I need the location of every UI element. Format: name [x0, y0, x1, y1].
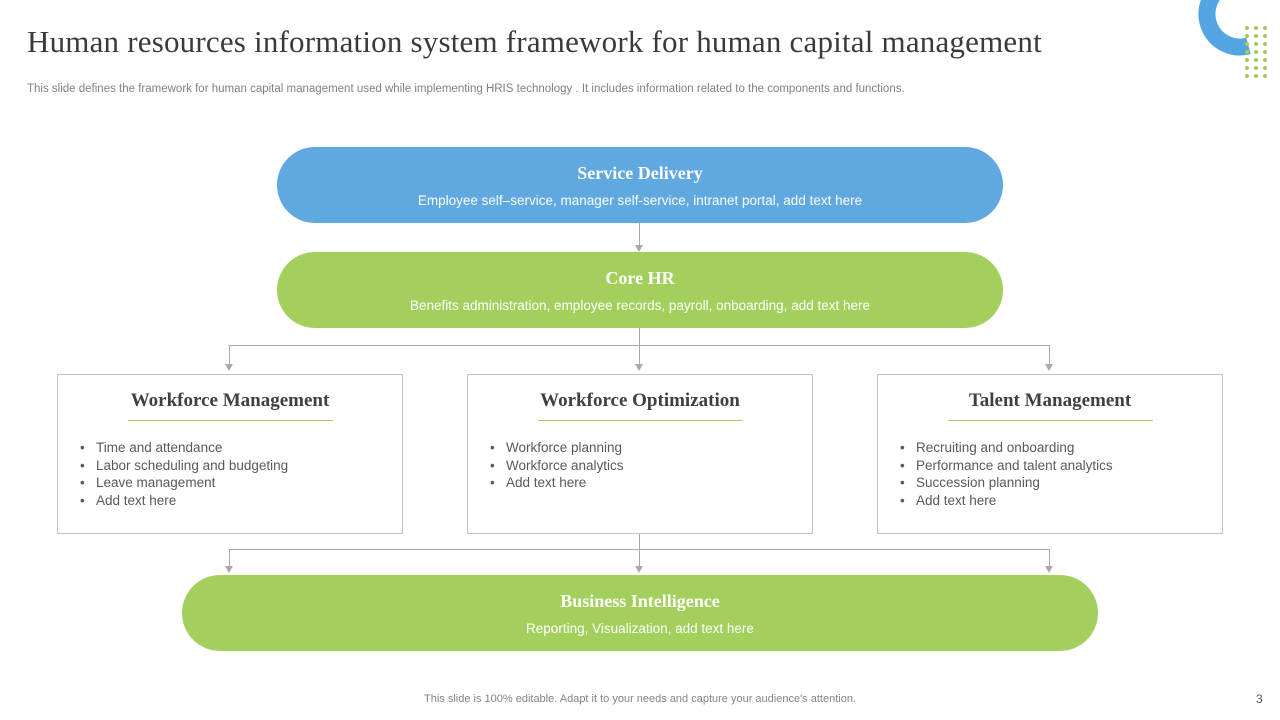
bullet-item: • Add text here [80, 492, 402, 510]
arrowhead-icon [635, 566, 643, 573]
footer-note: This slide is 100% editable. Adapt it to… [424, 693, 856, 705]
connector-line [229, 549, 230, 567]
bullet-item: • Add text here [490, 474, 812, 492]
bullet-item: • Add text here [900, 492, 1222, 510]
connector-line [1049, 345, 1050, 365]
connector-line [639, 549, 640, 567]
bullet-text: Leave management [96, 475, 216, 490]
arrowhead-icon [1045, 364, 1053, 371]
bullet-icon: • [900, 457, 905, 473]
bullet-text: Performance and talent analytics [916, 457, 1113, 473]
bullet-text: Add text here [96, 492, 177, 508]
bullet-icon: • [80, 440, 85, 455]
bullet-text: Add text here [916, 492, 997, 508]
arrowhead-icon [225, 364, 233, 371]
service-delivery-box: Service Delivery Employee self–service, … [277, 147, 1003, 223]
bullet-item: • Workforce analytics [490, 457, 812, 475]
bullet-text: Workforce planning [506, 440, 623, 455]
connector-line [639, 328, 640, 345]
service-delivery-title: Service Delivery [577, 162, 703, 183]
connector-line [229, 345, 230, 365]
core-hr-title: Core HR [605, 267, 675, 288]
bullet-text: Add text here [506, 475, 587, 490]
talent-management-title: Talent Management [968, 390, 1132, 411]
bullet-icon: • [900, 492, 905, 508]
workforce-optimization-list: •Workforce planning•Workforce analytics•… [468, 439, 812, 492]
bullet-icon: • [80, 475, 85, 490]
workforce-optimization-title: Workforce Optimization [540, 390, 740, 411]
connector-line [230, 549, 1050, 550]
bullet-text: Workforce analytics [506, 457, 624, 473]
dots-pattern-icon [1245, 26, 1267, 78]
title-underline [947, 420, 1153, 421]
bullet-item: • Labor scheduling and budgeting [80, 457, 402, 475]
business-intelligence-title: Business Intelligence [560, 590, 720, 611]
arrowhead-icon [225, 566, 233, 573]
connector-line [230, 345, 1050, 346]
connector-line [1049, 549, 1050, 567]
core-hr-description: Benefits administration, employee record… [409, 297, 870, 313]
bullet-item: • Workforce planning [490, 439, 812, 457]
service-delivery-description: Employee self–service, manager self-serv… [417, 192, 863, 208]
bullet-icon: • [490, 475, 495, 490]
slide-subtitle: This slide defines the framework for hum… [27, 83, 905, 95]
bullet-text: Recruiting and onboarding [916, 440, 1075, 455]
bullet-text: Labor scheduling and budgeting [96, 457, 289, 473]
talent-management-box: Talent Management • Recruiting and onboar… [877, 374, 1223, 534]
workforce-management-list: • Time and attendance • Labor scheduling an… [58, 439, 402, 509]
bullet-item: • Performance and talent analytics [900, 457, 1222, 475]
bullet-item: • Recruiting and onboarding [900, 439, 1222, 457]
arrowhead-icon [1045, 566, 1053, 573]
bullet-item: • Leave management [80, 474, 402, 492]
bullet-icon: • [900, 440, 905, 455]
bullet-icon: • [80, 492, 85, 508]
bullet-text: Succession planning [916, 475, 1040, 490]
bullet-text: Time and attendance [96, 440, 223, 455]
page-number: 3 [1256, 692, 1263, 706]
slide-title: Human resources information system frame… [27, 24, 1042, 59]
arrowhead-icon [635, 245, 643, 252]
bullet-icon: • [490, 440, 495, 455]
workforce-management-title: Workforce Management [130, 390, 330, 411]
bullet-item: • Time and attendance [80, 439, 402, 457]
title-underline [537, 420, 743, 421]
business-intelligence-box: Business Intelligence Reporting, Visuali… [182, 575, 1098, 651]
bullet-icon: • [80, 457, 85, 473]
bullet-icon: • [490, 457, 495, 473]
ring-decoration-icon [1198, 0, 1261, 56]
talent-management-list: • Recruiting and onboarding • Performance a… [878, 439, 1222, 509]
connector-line [639, 345, 640, 365]
workforce-optimization-box: Workforce Optimization • Workforce planni… [467, 374, 813, 534]
bullet-item: • Succession planning [900, 474, 1222, 492]
title-underline [127, 420, 333, 421]
workforce-management-box: Workforce Management • Time and attendanc… [57, 374, 403, 534]
core-hr-box: Core HR Benefits administration, employe… [277, 252, 1003, 328]
connector-line [639, 534, 640, 549]
bullet-icon: • [900, 475, 905, 490]
connector-line [639, 223, 640, 246]
business-intelligence-description: Reporting, Visualization, add text here [526, 620, 754, 636]
arrowhead-icon [635, 364, 643, 371]
